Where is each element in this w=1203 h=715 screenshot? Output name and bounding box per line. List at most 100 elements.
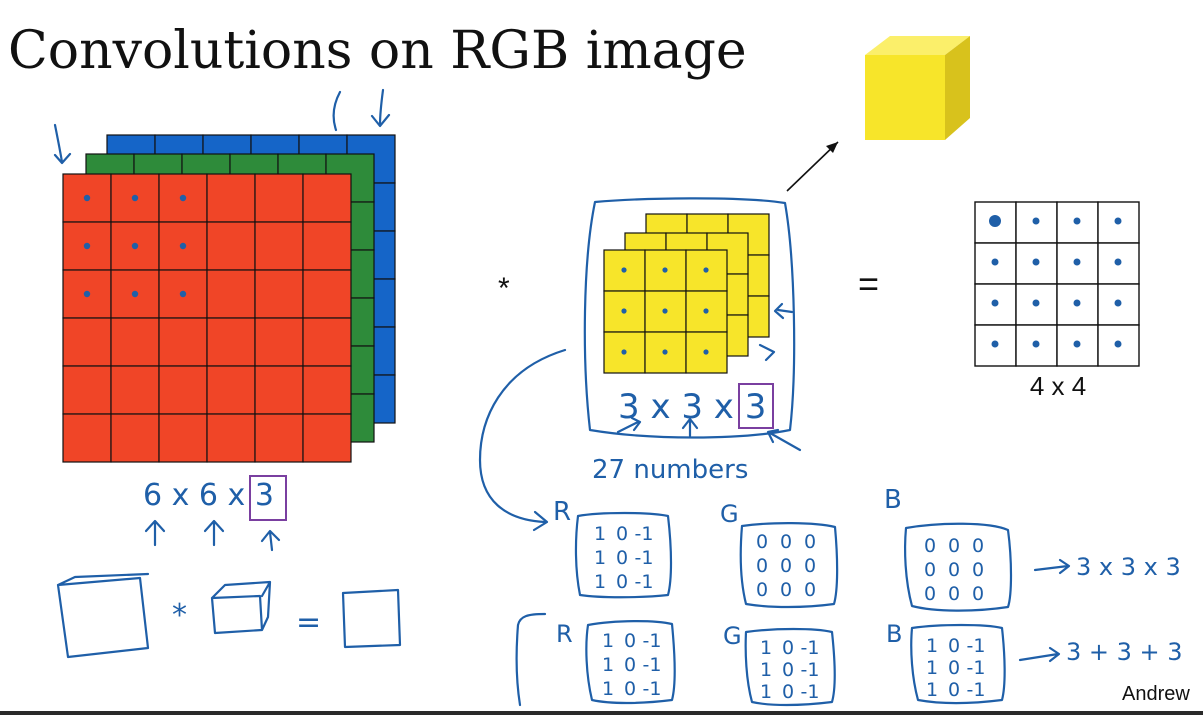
red-cell [206, 317, 256, 367]
red-cell [254, 317, 304, 367]
arrow-to-cube [786, 141, 839, 192]
matrix-entry: -1 [967, 635, 986, 657]
matrix-entry: -1 [801, 637, 820, 659]
matrix-entry: 0 [756, 579, 768, 601]
ink-dot [621, 267, 627, 273]
b-filter-matrix-frame [904, 522, 1013, 612]
red-cell [206, 173, 256, 223]
matrix-entry: 0 [948, 635, 960, 657]
red-cell [158, 413, 208, 463]
red-cell [110, 365, 160, 415]
matrix-entry: 0 [780, 555, 792, 577]
ink-dot [1114, 258, 1122, 266]
matrix-entry: -1 [967, 679, 986, 701]
matrix-entry: 1 [602, 678, 614, 700]
filter-count-label: 27 numbers [592, 455, 748, 485]
matrix-entry: 0 [924, 583, 936, 605]
matrix-entry: 0 [624, 678, 636, 700]
input-volume [62, 134, 396, 463]
red-channel-grid [62, 173, 352, 463]
matrix-entry: 0 [948, 559, 960, 581]
channel-label-b: B [884, 485, 902, 515]
matrix-entry: 0 [616, 571, 628, 593]
ink-dot [1073, 217, 1081, 225]
ink-dot [1073, 340, 1081, 348]
ink-dot [1114, 299, 1122, 307]
matrix-entry: -1 [801, 659, 820, 681]
matrix-entry: 0 [948, 535, 960, 557]
b-filter-matrix-frame [910, 623, 1006, 705]
red-cell [110, 413, 160, 463]
ink-dot [1032, 299, 1040, 307]
matrix-entry: -1 [635, 547, 654, 569]
matrix-entry: 1 [760, 659, 772, 681]
arrow-head-icon [532, 510, 549, 532]
arrow-down-icon [53, 123, 72, 165]
ink-dot [1032, 258, 1040, 266]
red-cell [110, 317, 160, 367]
matrix-entry: 0 [804, 579, 816, 601]
row1-result-label: 3 x 3 x 3 [1076, 553, 1181, 581]
channel-highlight-box [249, 475, 287, 521]
red-cell [302, 269, 352, 319]
matrix-entry: 0 [804, 531, 816, 553]
bracket-mark [332, 90, 342, 132]
g-filter-matrix-frame [744, 627, 836, 707]
matrix-entry: 0 [624, 630, 636, 652]
matrix-entry: 0 [782, 637, 794, 659]
ink-dot [179, 242, 187, 250]
slide-title: Convolutions on RGB image [8, 21, 747, 81]
matrix-entry: -1 [635, 571, 654, 593]
ink-dot [662, 267, 668, 273]
sketch-equals-operator: = [296, 605, 321, 640]
convolve-operator: * [498, 272, 510, 305]
ink-dot [621, 308, 627, 314]
arrow-right-icon [1033, 558, 1071, 575]
matrix-entry: 0 [616, 523, 628, 545]
matrix-entry: 0 [616, 547, 628, 569]
ink-dot [662, 308, 668, 314]
filter-cube-icon [865, 36, 970, 140]
matrix-entry: -1 [635, 523, 654, 545]
ink-dot [83, 290, 91, 298]
ink-dot [991, 340, 999, 348]
arrow-up-icon [766, 428, 802, 452]
ink-dot [83, 242, 91, 250]
red-cell [302, 365, 352, 415]
bracket-mark [515, 612, 547, 707]
ink-dot [703, 267, 709, 273]
ink-dot [179, 290, 187, 298]
ink-dot [703, 349, 709, 355]
curved-arrow [478, 348, 567, 524]
red-cell [206, 269, 256, 319]
bottom-bar [0, 711, 1203, 715]
red-cell [302, 221, 352, 271]
matrix-entry: 1 [594, 523, 606, 545]
arrow-up-icon [681, 417, 699, 438]
sketch-output-square-icon [341, 588, 402, 649]
red-cell [206, 221, 256, 271]
matrix-entry: 1 [760, 681, 772, 703]
matrix-entry: 0 [782, 659, 794, 681]
matrix-entry: 0 [782, 681, 794, 703]
ink-dot [1073, 299, 1081, 307]
filter-outline [583, 197, 796, 439]
slide-credit: Andrew [1122, 683, 1190, 705]
matrix-entry: 1 [926, 635, 938, 657]
ink-dot [1073, 258, 1081, 266]
red-cell [206, 365, 256, 415]
output-size-label: 4 x 4 [1030, 371, 1086, 401]
arrow-left-icon [758, 343, 776, 362]
filter-channel-1-grid [603, 249, 728, 374]
r-filter-matrix-frame [585, 620, 676, 705]
matrix-entry: 0 [780, 579, 792, 601]
ink-dot [991, 258, 999, 266]
filter-volume [603, 213, 770, 374]
red-cell [206, 413, 256, 463]
arrow-left-icon [773, 302, 794, 320]
arrow-right-icon [1018, 646, 1061, 663]
